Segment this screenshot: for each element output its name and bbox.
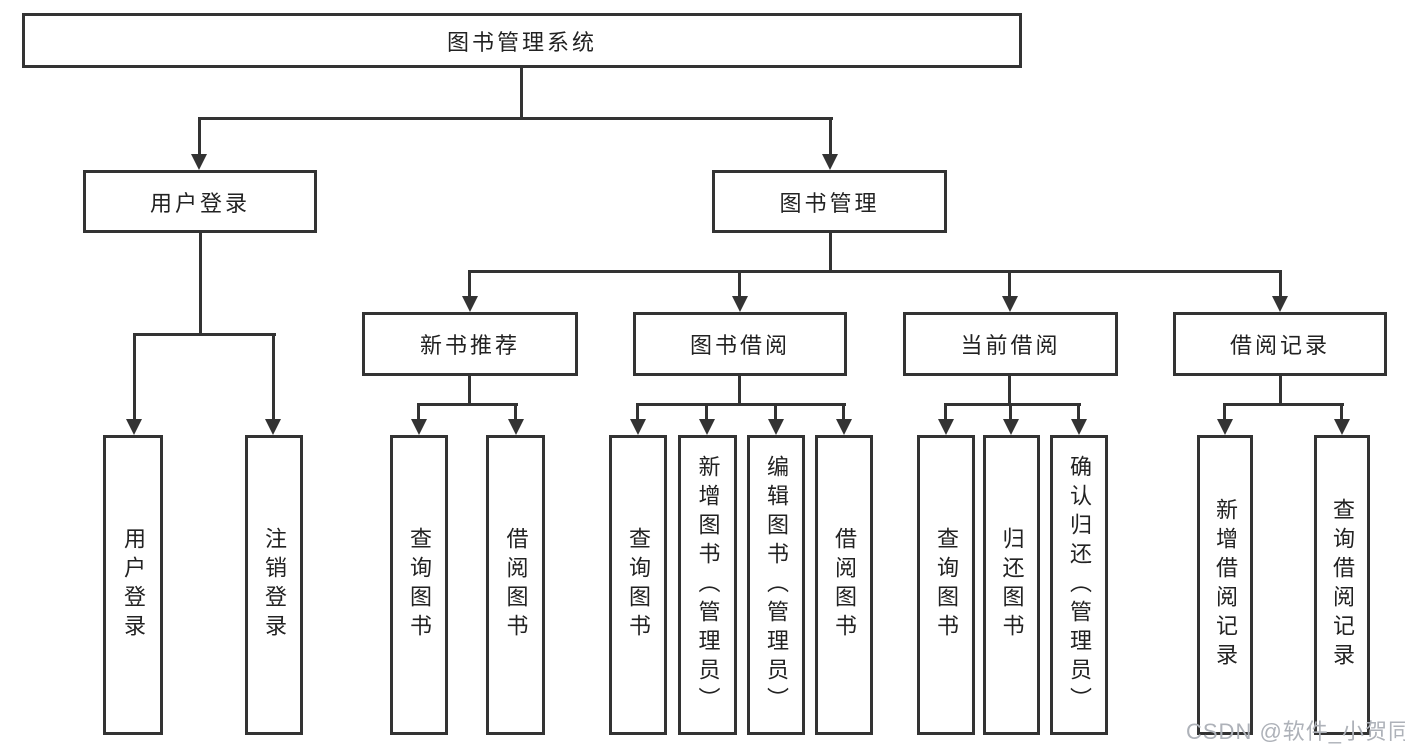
node-label: 当前借阅 bbox=[960, 333, 1061, 358]
connector-line bbox=[417, 403, 518, 406]
arrow-down-icon bbox=[1272, 296, 1288, 312]
leaf-confirm-return-admin: 确认归还（管理员） bbox=[1050, 435, 1108, 735]
arrow-down-icon bbox=[126, 419, 142, 435]
leaf-query-borrow-record: 查询借阅记录 bbox=[1314, 435, 1370, 735]
arrow-down-icon bbox=[191, 154, 207, 170]
arrow-down-icon bbox=[462, 296, 478, 312]
connector-line bbox=[829, 233, 832, 273]
connector-line bbox=[944, 403, 1081, 406]
arrow-down-icon bbox=[411, 419, 427, 435]
node-label: 借阅记录 bbox=[1229, 333, 1330, 358]
connector-line bbox=[1340, 403, 1343, 421]
leaf-query-books-borrowing: 查询图书 bbox=[609, 435, 667, 735]
leaf-query-books-recommend: 查询图书 bbox=[390, 435, 448, 735]
connector-line bbox=[738, 376, 741, 406]
arrow-down-icon bbox=[768, 419, 784, 435]
connector-line bbox=[198, 117, 201, 157]
leaf-label: 归还图书 bbox=[999, 527, 1025, 643]
connector-line bbox=[468, 270, 1282, 273]
node-label: 图书借阅 bbox=[689, 333, 790, 358]
leaf-edit-books-admin: 编辑图书（管理员） bbox=[747, 435, 805, 735]
leaf-label: 编辑图书（管理员） bbox=[764, 454, 789, 716]
node-label: 新书推荐 bbox=[419, 333, 520, 358]
leaf-add-books-admin: 新增图书（管理员） bbox=[678, 435, 737, 735]
leaf-label: 注销登录 bbox=[262, 527, 287, 643]
leaf-label: 查询图书 bbox=[626, 527, 651, 643]
leaf-label: 新增借阅记录 bbox=[1213, 498, 1238, 672]
node-book-borrowing: 图书借阅 bbox=[633, 312, 847, 376]
connector-line bbox=[829, 117, 832, 157]
arrow-down-icon bbox=[1217, 419, 1233, 435]
connector-line bbox=[705, 403, 708, 421]
leaf-label: 查询图书 bbox=[934, 527, 959, 643]
connector-line bbox=[738, 270, 741, 300]
leaf-user-login: 用户登录 bbox=[103, 435, 163, 735]
arrow-down-icon bbox=[938, 419, 954, 435]
connector-line bbox=[514, 403, 517, 421]
connector-line bbox=[1009, 403, 1012, 421]
leaf-label: 用户登录 bbox=[121, 527, 146, 643]
leaf-label: 借阅图书 bbox=[832, 527, 857, 643]
connector-line bbox=[1279, 376, 1282, 406]
connector-line bbox=[1279, 270, 1282, 300]
connector-line bbox=[272, 333, 275, 421]
node-label: 用户登录 bbox=[149, 190, 250, 216]
node-label: 图书管理系统 bbox=[446, 29, 597, 55]
leaf-label: 查询图书 bbox=[407, 527, 432, 643]
connector-line bbox=[133, 333, 136, 421]
node-new-book-recommendation: 新书推荐 bbox=[362, 312, 578, 376]
arrow-down-icon bbox=[630, 419, 646, 435]
leaf-label: 新增图书（管理员） bbox=[695, 454, 721, 716]
arrow-down-icon bbox=[508, 419, 524, 435]
connector-line bbox=[944, 403, 947, 421]
connector-line bbox=[468, 270, 471, 300]
leaf-label: 确认归还（管理员） bbox=[1067, 454, 1092, 716]
connector-line bbox=[1223, 403, 1344, 406]
arrow-down-icon bbox=[1003, 419, 1019, 435]
connector-line bbox=[199, 233, 202, 336]
connector-line bbox=[842, 403, 845, 421]
connector-line bbox=[417, 403, 420, 421]
arrow-down-icon bbox=[822, 154, 838, 170]
leaf-return-books: 归还图书 bbox=[983, 435, 1040, 735]
arrow-down-icon bbox=[836, 419, 852, 435]
arrow-down-icon bbox=[265, 419, 281, 435]
connector-line bbox=[774, 403, 777, 421]
connector-line bbox=[520, 66, 523, 119]
node-label: 图书管理 bbox=[779, 190, 880, 216]
connector-line bbox=[1077, 403, 1080, 421]
leaf-query-books-current: 查询图书 bbox=[917, 435, 975, 735]
connector-line bbox=[636, 403, 846, 406]
arrow-down-icon bbox=[1002, 296, 1018, 312]
connector-line bbox=[468, 376, 471, 406]
connector-line bbox=[636, 403, 639, 421]
node-library-system: 图书管理系统 bbox=[22, 13, 1022, 68]
arrow-down-icon bbox=[732, 296, 748, 312]
leaf-label: 借阅图书 bbox=[503, 527, 529, 643]
leaf-label: 查询借阅记录 bbox=[1330, 498, 1355, 672]
leaf-add-borrow-record: 新增借阅记录 bbox=[1197, 435, 1253, 735]
node-current-borrowing: 当前借阅 bbox=[903, 312, 1118, 376]
leaf-borrow-books-recommend: 借阅图书 bbox=[486, 435, 545, 735]
node-borrowing-records: 借阅记录 bbox=[1173, 312, 1387, 376]
leaf-borrow-books-borrowing: 借阅图书 bbox=[815, 435, 873, 735]
connector-line bbox=[1008, 270, 1011, 300]
connector-line bbox=[133, 333, 276, 336]
arrow-down-icon bbox=[1071, 419, 1087, 435]
watermark: CSDN @软件_小贺同学 bbox=[1186, 719, 1405, 744]
arrow-down-icon bbox=[1334, 419, 1350, 435]
connector-line bbox=[1223, 403, 1226, 421]
arrow-down-icon bbox=[699, 419, 715, 435]
connector-line bbox=[1008, 376, 1011, 406]
node-book-management: 图书管理 bbox=[712, 170, 947, 233]
node-user-login: 用户登录 bbox=[83, 170, 317, 233]
connector-line bbox=[198, 117, 833, 120]
leaf-logout-login: 注销登录 bbox=[245, 435, 303, 735]
